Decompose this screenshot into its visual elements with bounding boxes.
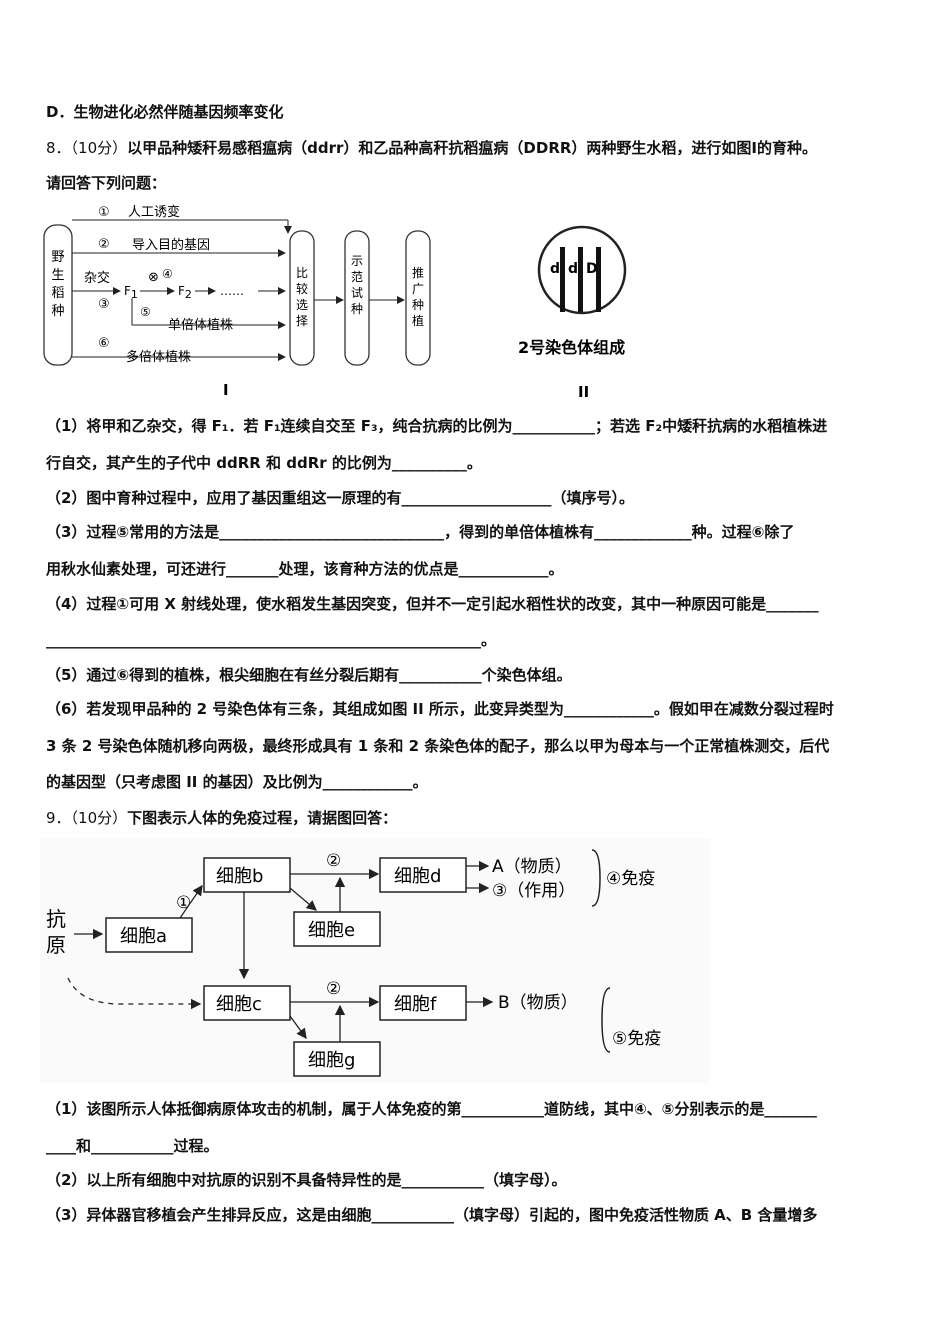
svg-text:种: 种 xyxy=(412,298,424,312)
route-6-number: ⑥ xyxy=(98,336,110,351)
cell-a-label: 细胞a xyxy=(120,926,167,947)
output-a: A（物质） xyxy=(492,857,572,877)
haploid-label: 单倍体植株 xyxy=(168,318,233,333)
chromosome-1 xyxy=(560,247,565,312)
svg-text:植: 植 xyxy=(412,313,424,328)
q9-p2: （2）以上所有细胞中对抗原的识别不具备特异性的是___________（填字母）… xyxy=(46,1171,567,1189)
wild-rice-char-3: 稻 xyxy=(51,286,64,301)
step-2-bottom: ② xyxy=(326,979,341,999)
figure-1-caption: I xyxy=(223,381,229,398)
cell-c-box xyxy=(203,985,291,1021)
breeding-diagram-figure: 野 生 稻 种 ① 人工诱变 ② 导入目的基因 杂交 ③ F1 ⊗ ④ F2 …… xyxy=(43,204,431,398)
svg-text:示: 示 xyxy=(351,254,363,268)
route-5-number: ⑤ xyxy=(140,305,151,319)
chromosome-figure: d d D 2号染色体组成 II xyxy=(518,225,627,400)
wild-rice-char-2: 生 xyxy=(51,268,64,283)
q9-stem-text: 下图表示人体的免疫过程，请据图回答： xyxy=(127,809,398,827)
svg-text:范: 范 xyxy=(351,270,363,284)
svg-text:试: 试 xyxy=(351,285,363,300)
q8-stem-text: 以甲品种矮秆易感稻瘟病（ddrr）和乙品种高秆抗稻瘟病（DDRR）两种野生水稻，… xyxy=(127,139,817,157)
q9-score: （10分） xyxy=(70,809,128,827)
q8-stem: 8．（10分）以甲品种矮秆易感稻瘟病（ddrr）和乙品种高秆抗稻瘟病（DDRR）… xyxy=(46,138,817,158)
cell-b-label: 细胞b xyxy=(216,866,263,887)
immune-4: ④免疫 xyxy=(606,869,655,889)
f1-label: F1 xyxy=(124,284,138,301)
promote-plant-box xyxy=(405,230,431,366)
immune-process-figure: 抗 原 细胞a ① 细胞b ② 细胞e 细胞d A（物质） ③（作用） ④免疫 … xyxy=(40,838,710,1083)
q7-option-d: D．生物进化必然伴随基因频率变化 xyxy=(46,103,284,121)
chromosome-label: 2号染色体组成 xyxy=(518,338,625,357)
q8-p3-a: （3）过程⑤常用的方法是____________________________… xyxy=(46,523,795,541)
cell-e-box xyxy=(293,911,381,947)
q8-p6-a: （6）若发现甲品种的 2 号染色体有三条，其组成如图 II 所示，此变异类型为_… xyxy=(46,700,834,718)
chromosome-3 xyxy=(596,247,601,312)
route-4-number: ④ xyxy=(162,267,173,281)
svg-text:种: 种 xyxy=(351,302,363,316)
svg-text:推: 推 xyxy=(412,266,424,280)
q8-p1-a: （1）将甲和乙杂交，得 F₁．若 F₁连续自交至 F₃，纯合抗病的比例为____… xyxy=(46,417,828,435)
q8-score: （10分） xyxy=(70,139,128,157)
compare-select-box xyxy=(289,230,315,366)
q8-p2: （2）图中育种过程中，应用了基因重组这一原理的有________________… xyxy=(46,489,634,507)
q8-p1-b: 行自交，其产生的子代中 ddRR 和 ddRr 的比例为__________。 xyxy=(46,454,482,472)
wild-rice-char-4: 种 xyxy=(51,304,64,319)
svg-text:广: 广 xyxy=(412,282,424,296)
demo-trial-box xyxy=(344,230,370,366)
cell-d-box xyxy=(379,857,467,893)
q9-p1-a: （1）该图所示人体抵御病原体攻击的机制，属于人体免疫的第___________道… xyxy=(46,1100,817,1118)
q9-number: 9． xyxy=(46,809,71,827)
q8-stem-2: 请回答下列问题： xyxy=(46,174,167,192)
route-1-number: ① xyxy=(98,205,110,220)
q8-p4-b: ________________________________________… xyxy=(46,631,497,649)
svg-text:择: 择 xyxy=(296,314,308,328)
svg-text:较: 较 xyxy=(296,281,308,296)
polyploid-label: 多倍体植株 xyxy=(126,349,191,365)
q8-p6-c: 的基因型（只考虑图 II 的基因）及比例为____________。 xyxy=(46,773,428,791)
gene-d-1: d xyxy=(550,261,560,277)
q8-number: 8． xyxy=(46,139,71,157)
route-2-number: ② xyxy=(98,237,110,252)
cell-e-label: 细胞e xyxy=(308,920,355,941)
q9-stem: 9．（10分）下图表示人体的免疫过程，请据图回答： xyxy=(46,808,397,828)
route-1-label: 人工诱变 xyxy=(128,204,180,220)
dots: …… xyxy=(220,284,244,298)
route-2-label: 导入目的基因 xyxy=(132,237,210,253)
svg-text:比: 比 xyxy=(296,266,308,280)
antigen-char-2: 原 xyxy=(46,933,66,957)
cell-f-label: 细胞f xyxy=(394,994,437,1015)
svg-text:选: 选 xyxy=(296,298,308,312)
cell-c-label: 细胞c xyxy=(216,994,262,1015)
bracket-bottom xyxy=(601,987,611,1053)
f2-label: F2 xyxy=(178,284,192,301)
wild-rice-char-1: 野 xyxy=(51,250,64,265)
output-b: B（物质） xyxy=(498,993,578,1013)
step-1: ① xyxy=(176,893,191,913)
cell-a-box xyxy=(105,917,193,953)
q8-p6-b: 3 条 2 号染色体随机移向两极，最终形成具有 1 条和 2 条染色体的配子，那… xyxy=(46,737,830,755)
q9-p3: （3）异体器官移植会产生排异反应，这是由细胞___________（填字母）引起… xyxy=(46,1206,818,1224)
cell-b-box xyxy=(203,857,291,893)
antigen-char-1: 抗 xyxy=(46,907,66,931)
immune-5: ⑤免疫 xyxy=(612,1029,661,1049)
cell-d-label: 细胞d xyxy=(394,866,441,887)
chromosome-2 xyxy=(578,247,583,312)
cell-g-box xyxy=(293,1041,381,1077)
cell-f-box xyxy=(379,985,467,1021)
self-cross-symbol: ⊗ xyxy=(148,270,159,285)
figure-2-caption: II xyxy=(578,383,589,400)
bracket-top xyxy=(591,849,601,907)
q9-p1-b: ____和___________过程。 xyxy=(46,1137,219,1155)
route-3-number: ③ xyxy=(98,297,110,312)
step-2-top: ② xyxy=(326,851,341,871)
wild-rice-box xyxy=(43,224,73,366)
cross-label: 杂交 xyxy=(84,270,110,286)
q8-p3-b: 用秋水仙素处理，可还进行_______处理，该育种方法的优点是_________… xyxy=(46,560,564,578)
cell-g-label: 细胞g xyxy=(308,1050,355,1071)
gene-D: D xyxy=(586,261,598,277)
gene-d-2: d xyxy=(568,261,578,277)
q8-p4-a: （4）过程①可用 X 射线处理，使水稻发生基因突变，但并不一定引起水稻性状的改变… xyxy=(46,595,819,613)
output-3: ③（作用） xyxy=(492,881,575,901)
q8-p5: （5）通过⑥得到的植株，根尖细胞在有丝分裂后期有___________个染色体组… xyxy=(46,666,572,684)
